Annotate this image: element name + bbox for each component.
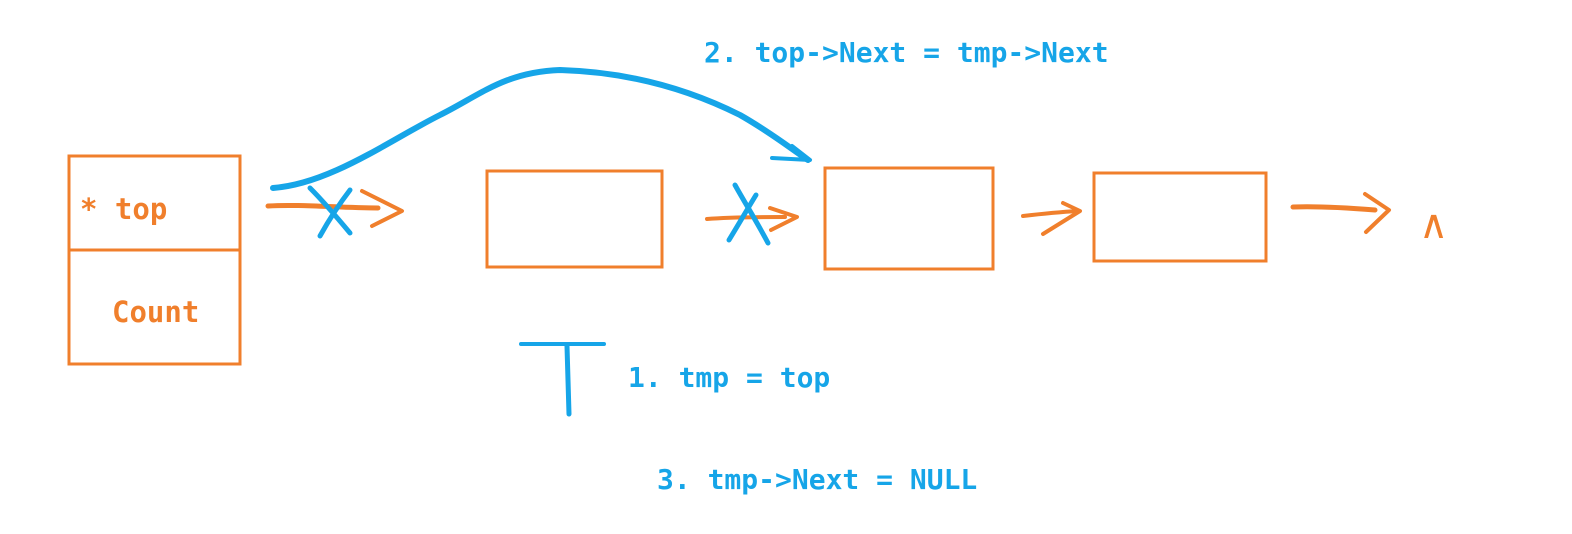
step-1-label: 1. tmp = top [628, 361, 830, 394]
node-2 [823, 166, 995, 271]
node-1 [485, 169, 664, 269]
link-arrow-top-to-node1 [265, 189, 404, 228]
link-arrow-node3-to-null [1290, 192, 1391, 234]
step-3-label: 3. tmp->Next = NULL [657, 463, 977, 496]
relink-arrow-top-to-node2 [270, 67, 812, 191]
null-terminator-symbol: ∧ [1419, 202, 1448, 248]
tmp-pointer-marker [519, 342, 606, 417]
cross-mark-node1-link [726, 182, 771, 246]
cross-mark-top-link [307, 185, 353, 239]
step-2-label: 2. top->Next = tmp->Next [704, 36, 1109, 69]
link-arrow-node2-to-node3 [1021, 201, 1082, 236]
stack-head: * top Count [67, 154, 242, 366]
node-3 [1092, 171, 1268, 263]
top-pointer-label: * top [80, 192, 167, 226]
count-label: Count [112, 295, 199, 329]
stack-head-box [67, 154, 242, 366]
